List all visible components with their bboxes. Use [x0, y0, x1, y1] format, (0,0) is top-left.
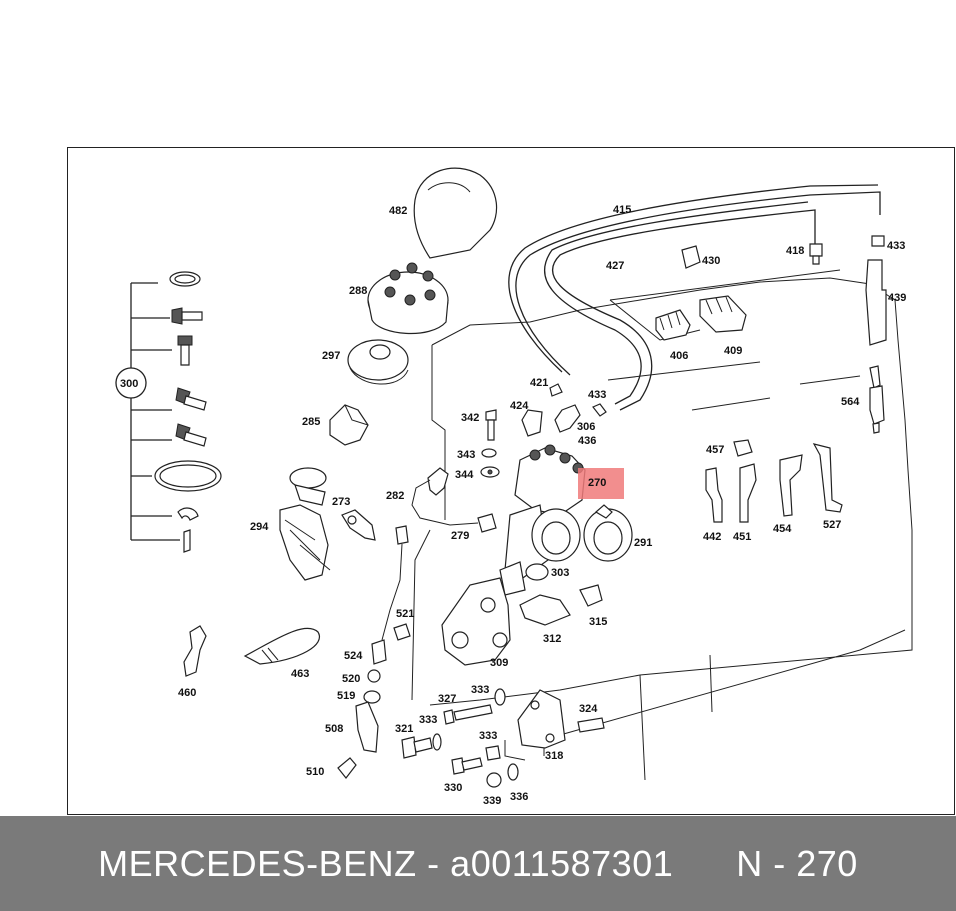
label-315: 315 — [589, 616, 607, 628]
label-294: 294 — [250, 521, 269, 533]
label-327: 327 — [438, 693, 456, 705]
label-324: 324 — [579, 703, 598, 715]
label-460: 460 — [178, 687, 196, 699]
label-344: 344 — [455, 469, 474, 481]
label-527: 527 — [823, 519, 841, 531]
vacuum-hoses — [508, 184, 881, 411]
label-339: 339 — [483, 795, 501, 807]
highlight-270 — [578, 468, 624, 499]
label-409: 409 — [724, 345, 742, 357]
exploded-parts-diagram: 482 288 297 285 273 294 300 342 343 344 … — [115, 167, 913, 807]
lower-left-parts — [183, 625, 320, 677]
label-457: 457 — [706, 444, 724, 456]
label-321: 321 — [395, 723, 413, 735]
label-439: 439 — [888, 292, 906, 304]
label-312: 312 — [543, 633, 561, 645]
label-279: 279 — [451, 530, 469, 542]
label-309: 309 — [490, 657, 508, 669]
footer-banner: MERCEDES-BENZ - a0011587301 N - 270 — [0, 816, 956, 911]
label-524: 524 — [344, 650, 363, 662]
label-273: 273 — [332, 496, 350, 508]
label-421: 421 — [530, 377, 548, 389]
label-415: 415 — [613, 204, 631, 216]
label-427: 427 — [606, 260, 624, 272]
label-430: 430 — [702, 255, 720, 267]
upper-right-parts — [655, 235, 887, 434]
label-333c: 333 — [479, 730, 497, 742]
svg-text:300: 300 — [120, 378, 138, 390]
engine-block-outline — [411, 269, 913, 781]
breaker-plate-parts — [279, 467, 376, 581]
label-564: 564 — [841, 396, 860, 408]
label-454: 454 — [773, 523, 792, 535]
footer-part-number: a0011587301 — [450, 842, 674, 884]
mounting-brackets — [705, 439, 843, 523]
label-270: 270 — [588, 477, 606, 489]
sensor-cable-group — [337, 525, 411, 779]
label-288: 288 — [349, 285, 367, 297]
label-510: 510 — [306, 766, 324, 778]
label-521: 521 — [396, 608, 414, 620]
label-451: 451 — [733, 531, 751, 543]
bolts-and-plate — [401, 688, 605, 788]
group-300-kit — [130, 271, 222, 553]
distributor-body — [441, 444, 633, 666]
label-520: 520 — [342, 673, 360, 685]
cap-cover-482 — [413, 167, 498, 259]
label-291: 291 — [634, 537, 652, 549]
label-306: 306 — [577, 421, 595, 433]
label-433a: 433 — [588, 389, 606, 401]
rotor-285 — [329, 404, 369, 446]
label-343: 343 — [457, 449, 475, 461]
label-282: 282 — [386, 490, 404, 502]
label-406: 406 — [670, 350, 688, 362]
label-297: 297 — [322, 350, 340, 362]
label-333a: 333 — [471, 684, 489, 696]
label-285: 285 — [302, 416, 320, 428]
footer-part-caption: MERCEDES-BENZ - a0011587301 N - 270 — [98, 843, 858, 885]
label-318: 318 — [545, 750, 563, 762]
distributor-cap-288 — [367, 262, 449, 334]
callout-300: 300 — [115, 367, 147, 399]
label-424: 424 — [510, 400, 529, 412]
footer-separator: - — [416, 842, 451, 884]
label-519: 519 — [337, 690, 355, 702]
label-463: 463 — [291, 668, 309, 680]
footer-gap — [673, 843, 736, 884]
small-fittings — [411, 383, 607, 533]
footer-brand: MERCEDES-BENZ — [98, 842, 417, 884]
label-442: 442 — [703, 531, 721, 543]
label-508: 508 — [325, 723, 343, 735]
label-336: 336 — [510, 791, 528, 803]
dust-shield-297 — [347, 339, 409, 385]
label-482: 482 — [389, 205, 407, 217]
part-labels: 482 288 297 285 273 294 300 342 343 344 … — [115, 204, 906, 807]
label-303: 303 — [551, 567, 569, 579]
label-330: 330 — [444, 782, 462, 794]
label-418: 418 — [786, 245, 804, 257]
label-333b: 333 — [419, 714, 437, 726]
label-342: 342 — [461, 412, 479, 424]
label-433b: 433 — [887, 240, 905, 252]
label-436: 436 — [578, 435, 596, 447]
footer-position: 270 — [796, 842, 858, 884]
footer-position-prefix: N - — [736, 842, 797, 884]
